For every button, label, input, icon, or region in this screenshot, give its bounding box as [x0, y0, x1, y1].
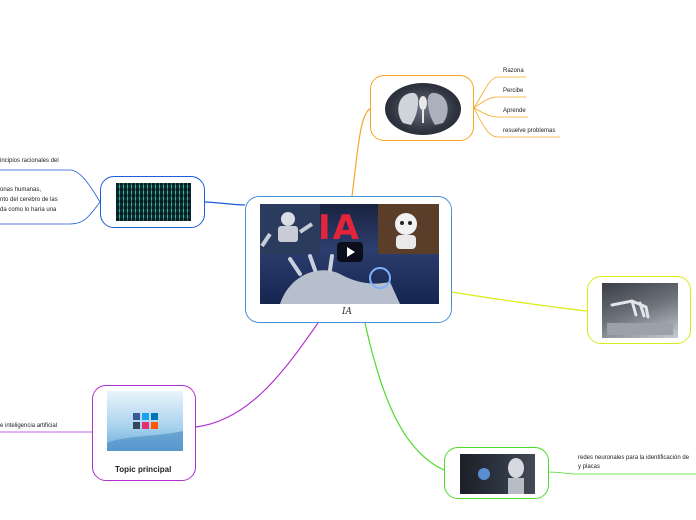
topic-node-robot[interactable]: [444, 447, 549, 499]
connector-right: [451, 291, 588, 312]
leaf-aprende[interactable]: Aprende: [503, 108, 526, 114]
connector-top-right: [351, 107, 373, 197]
topic-principal-title: Topic principal: [115, 465, 172, 474]
leaf-line-razona: [473, 76, 526, 109]
leaf-line-resuelve: [473, 107, 560, 138]
topic-node-brain[interactable]: [370, 75, 474, 141]
leaf-line-aprende: [473, 107, 528, 118]
leaf-line-left-1: [0, 169, 101, 203]
left-text-line-3: nto del cerebro de las: [0, 197, 58, 203]
leaf-line-percibe: [473, 96, 526, 109]
humanoid-robot-image: [460, 454, 535, 494]
play-button[interactable]: [337, 242, 363, 262]
left-text-line-2: onas humanas,: [0, 187, 42, 193]
topic-node-principal[interactable]: Topic principal: [92, 385, 196, 481]
bottom-right-text-line-1: redes neuronales para la identificación …: [578, 455, 690, 461]
play-icon: [347, 247, 355, 257]
banner-ia-text: IA: [318, 208, 361, 248]
leaf-razona[interactable]: Razona: [503, 68, 524, 74]
bottom-left-text: e inteligencia artificial: [0, 423, 58, 429]
connector-bottom-right: [364, 322, 445, 471]
ai-banner-image: IA: [260, 204, 439, 304]
topic-node-code[interactable]: [100, 176, 205, 228]
social-icons-cluster: [107, 413, 183, 451]
left-text-line-1: incipios racionales del: [0, 158, 59, 164]
head-silhouette-icon: [398, 92, 448, 125]
robot-illustration: [260, 204, 439, 304]
central-topic-title: IA: [342, 307, 353, 317]
social-media-image: [107, 391, 183, 451]
connector-left: [204, 201, 246, 206]
leaf-resuelve-problemas[interactable]: resuelve problemas: [503, 128, 556, 134]
brain-ai-image: [385, 83, 461, 135]
leaf-percibe[interactable]: Percibe: [503, 88, 524, 94]
connector-bottom-left: [195, 322, 319, 428]
robot-hand-image: [602, 283, 678, 338]
binary-code-image: [116, 183, 191, 221]
topic-node-robot-hand[interactable]: [587, 276, 691, 344]
leaf-line-left-2: [0, 201, 101, 225]
central-topic-node[interactable]: IA IA: [245, 196, 452, 323]
leaf-line-bottom-right: [548, 471, 696, 475]
bottom-right-text-line-2: y placas: [578, 464, 601, 470]
robot-head-icon: [478, 458, 524, 494]
robot-hand-icon: [607, 299, 673, 335]
left-text-line-4: da como lo haría una: [0, 207, 57, 213]
